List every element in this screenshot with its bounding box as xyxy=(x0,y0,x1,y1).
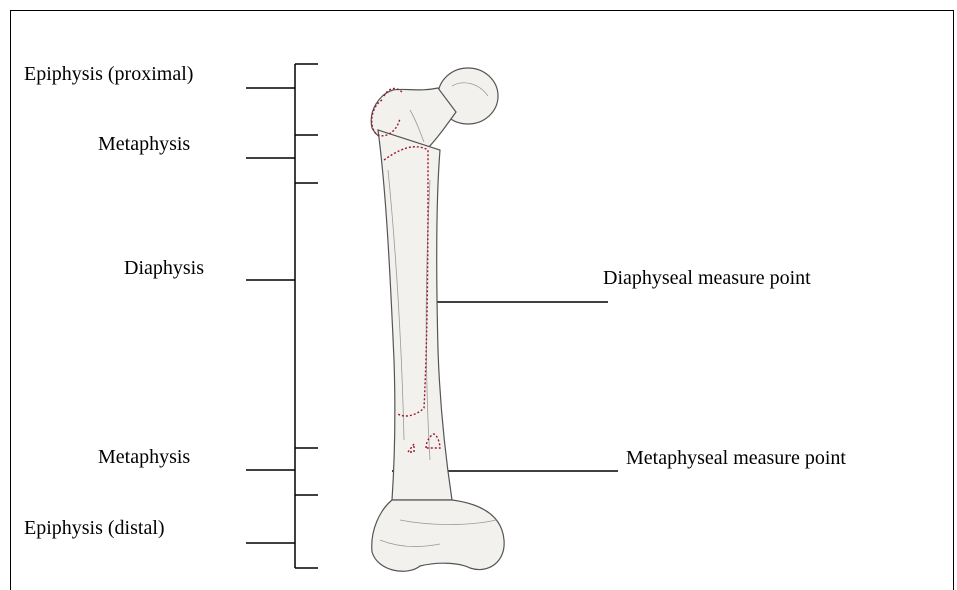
femur-bone-drawing xyxy=(371,68,504,571)
femoral-shaft xyxy=(378,130,452,500)
distal-condyles xyxy=(372,500,504,571)
